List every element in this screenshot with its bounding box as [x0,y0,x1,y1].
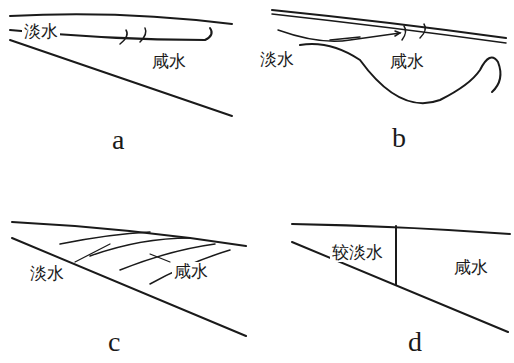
river-bed [292,242,508,332]
panel-letter: a [112,126,124,154]
water-label: 淡水 [28,264,66,283]
leader-line [75,244,110,262]
water-label: 淡水 [22,22,60,41]
mixing-boundary [395,226,397,285]
water-label: 咸水 [172,262,210,281]
leader-line [150,254,170,262]
interface-line [278,30,400,41]
isohaline-lines [60,232,230,284]
water-label: 淡水 [258,50,296,69]
panel-letter: b [392,124,406,152]
water-label: 咸水 [388,52,426,71]
mixing-marks [120,28,146,44]
river-bed [10,40,232,116]
mixing-marks [402,24,425,40]
water-label: 咸水 [150,52,188,71]
water-surface [272,14,506,43]
panel-letter: c [108,328,120,356]
panel-letter: d [408,328,422,356]
basin-bottom [300,44,500,103]
water-surface [292,224,510,234]
water-label: 咸水 [452,258,490,277]
water-label: 较淡水 [330,243,385,262]
flow-arrow [330,31,400,40]
river-bed [12,238,246,336]
